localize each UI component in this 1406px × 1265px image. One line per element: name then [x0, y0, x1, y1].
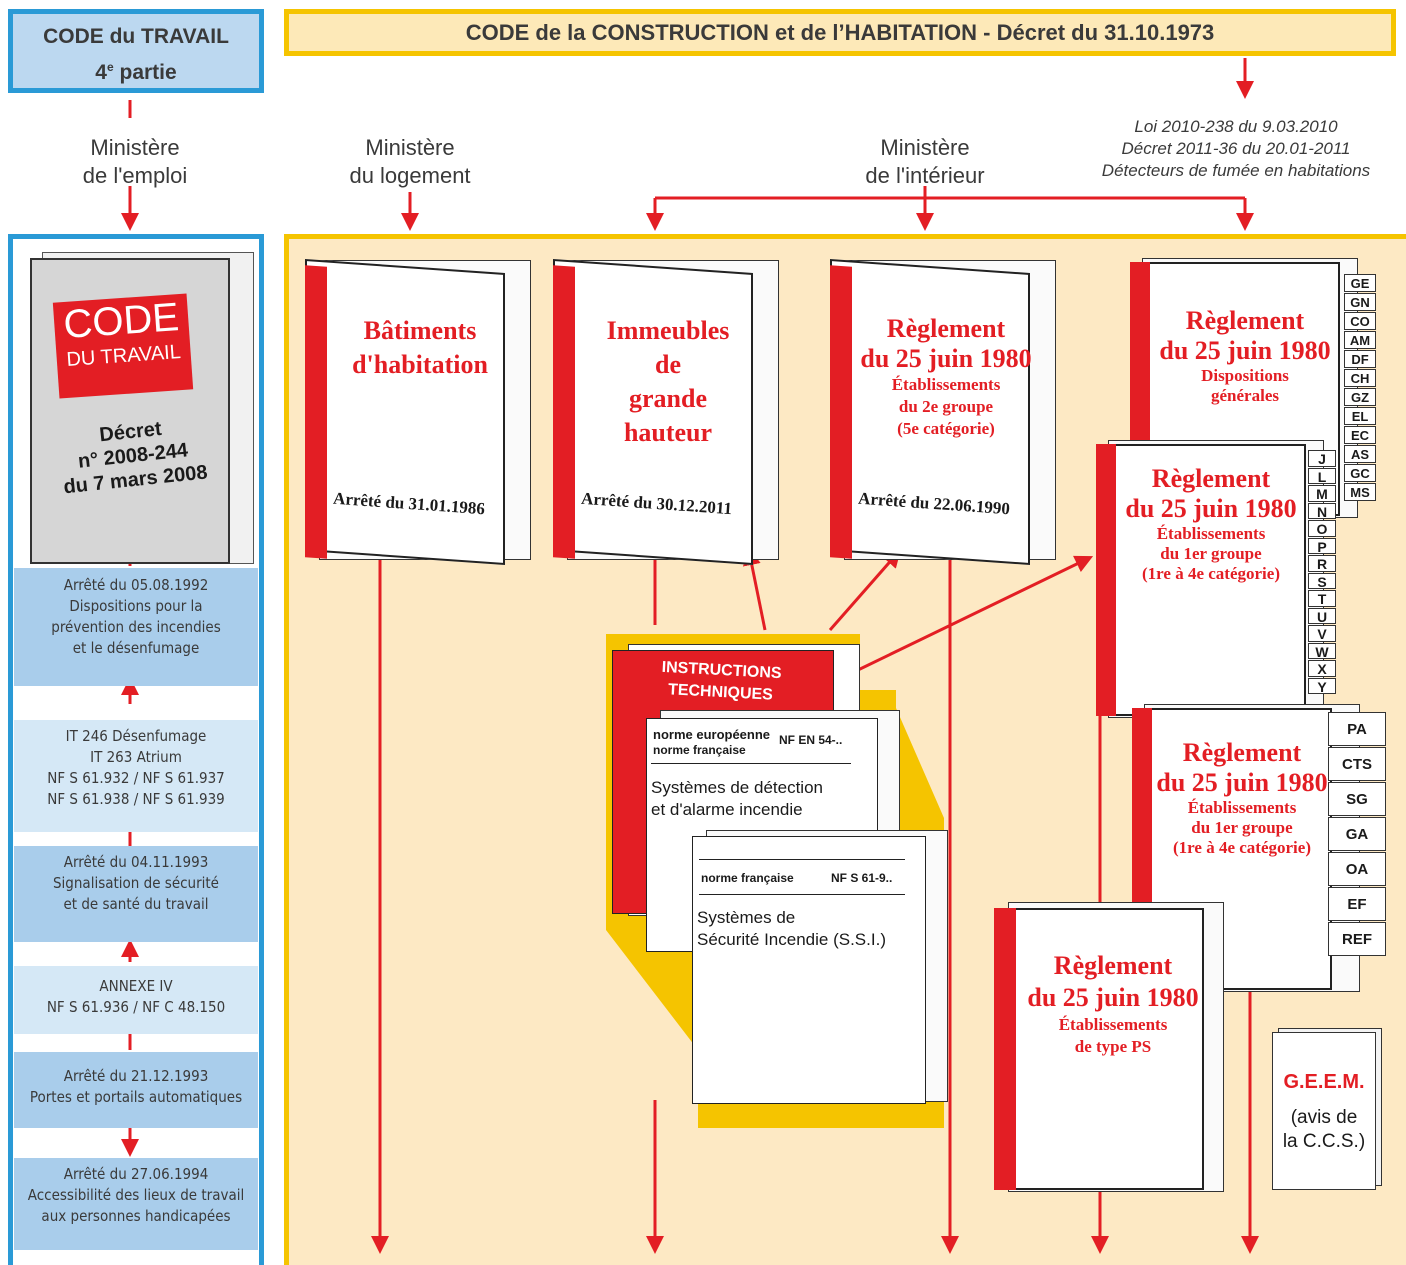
index-tab: EL: [1344, 407, 1376, 425]
index-tab: SG: [1328, 782, 1386, 816]
index-tab: GC: [1344, 464, 1376, 482]
index-tab: CO: [1344, 312, 1376, 330]
index-tab: GZ: [1344, 388, 1376, 406]
index-tab: O: [1308, 520, 1336, 537]
book-reglement-1er-groupe-b: Règlement du 25 juin 1980 Établissements…: [1132, 702, 1394, 992]
index-tab: R: [1308, 555, 1336, 572]
index-tab: S: [1308, 572, 1336, 590]
index-tab: REF: [1328, 922, 1386, 956]
index-tab: L: [1308, 467, 1336, 485]
code-travail-title-box: CODE du TRAVAIL 4e partie: [8, 9, 264, 93]
book-reglement-2e-groupe: Règlement du 25 juin 1980 Établissements…: [830, 258, 1056, 565]
index-tab: DF: [1344, 350, 1376, 368]
it-to-2e-arrow: [828, 549, 901, 631]
index-tab: GE: [1344, 274, 1376, 292]
index-tab: MS: [1344, 483, 1376, 501]
index-tab: N: [1308, 502, 1336, 520]
index-tab: T: [1308, 590, 1336, 607]
code-travail-book: CODE DU TRAVAIL Décret n° 2008-244 du 7 …: [30, 248, 254, 564]
index-tab: P: [1308, 537, 1336, 555]
index-tab: U: [1308, 607, 1336, 625]
index-tab: M: [1308, 485, 1336, 502]
code-construction-title: CODE de la CONSTRUCTION et de l’HABITATI…: [284, 9, 1396, 56]
book-title: Règlement du 25 juin 1980 Établissements…: [1125, 464, 1297, 583]
index-tab: PA: [1328, 712, 1386, 746]
index-tab: EC: [1344, 426, 1376, 444]
code-travail-subtitle: 4e partie: [95, 60, 177, 84]
code-travail-title: CODE du TRAVAIL: [43, 25, 229, 48]
index-tab: CTS: [1328, 747, 1386, 781]
it-to-1er-arrow: [857, 555, 1094, 672]
index-tab: AS: [1344, 445, 1376, 463]
it-to-igh-arrow: [742, 547, 767, 631]
book-title: Règlement du 25 juin 1980 Dispositions g…: [1159, 306, 1331, 405]
book-reglement-1er-groupe-a: Règlement du 25 juin 1980 Établissements…: [1096, 438, 1356, 718]
index-tab: AM: [1344, 331, 1376, 349]
index-tab: J: [1308, 450, 1336, 467]
book-title: Règlement du 25 juin 1980 Établissements…: [1027, 951, 1199, 1056]
index-tab: Y: [1308, 677, 1336, 695]
index-tab: CH: [1344, 369, 1376, 387]
index-tab: GN: [1344, 293, 1376, 311]
book-title: Règlement du 25 juin 1980 Établissements…: [860, 314, 1032, 438]
book-reglement-type-ps: Règlement du 25 juin 1980 Établissements…: [994, 900, 1226, 1192]
geem-title: G.E.E.M.: [1283, 1071, 1365, 1093]
index-tab: OA: [1328, 852, 1386, 886]
index-tab: V: [1308, 625, 1336, 642]
index-tab: W: [1308, 642, 1336, 660]
index-tab: GA: [1328, 817, 1386, 851]
book-title: Règlement du 25 juin 1980 Établissements…: [1156, 738, 1328, 857]
code-travail-cover-label: CODE DU TRAVAIL: [52, 293, 194, 399]
index-tab: EF: [1328, 887, 1386, 921]
index-tab: X: [1308, 660, 1336, 677]
